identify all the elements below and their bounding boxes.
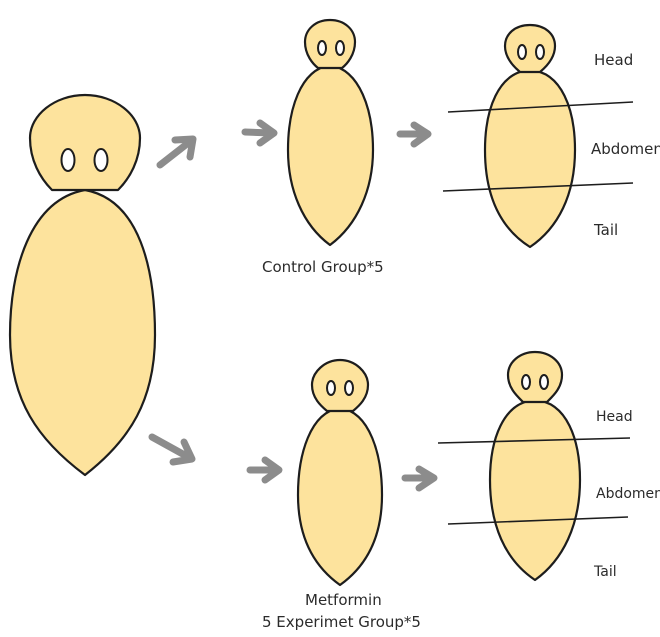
experiment-segmented-planarian (438, 352, 630, 580)
control-right-eye-icon (336, 41, 344, 55)
experiment-group-label: 5 Experimet Group*5 (262, 613, 421, 631)
experiment-right-eye-icon (345, 381, 353, 395)
source-to-control-arrow-icon (160, 139, 193, 165)
experiment-treatment-label: Metformin (305, 591, 382, 609)
experiment-abdomen-label: Abdomen (596, 486, 660, 502)
control-left-eye-icon (318, 41, 326, 55)
control-arrow-2-icon (400, 125, 428, 144)
source-head (30, 95, 140, 190)
control-seg-left-eye-icon (518, 45, 526, 59)
experiment-seg-head (508, 352, 562, 402)
control-head (305, 20, 355, 68)
source-planarian (10, 95, 155, 475)
experiment-body (298, 408, 382, 585)
experiment-arrow-1-icon (250, 460, 279, 480)
control-planarian (288, 20, 373, 245)
experiment-seg-left-eye-icon (522, 375, 530, 389)
experiment-planarian (298, 360, 382, 585)
control-group-label: Control Group*5 (262, 258, 384, 276)
source-to-experiment-arrow-icon (152, 437, 192, 462)
experiment-left-eye-icon (327, 381, 335, 395)
control-seg-head (505, 25, 555, 72)
control-head-label: Head (594, 51, 633, 69)
source-left-eye-icon (62, 149, 75, 171)
experiment-head (312, 360, 368, 411)
experiment-seg-body (490, 400, 580, 580)
control-abdomen-label: Abdomen (591, 140, 660, 158)
experiment-tail-label: Tail (593, 564, 617, 580)
control-seg-body (485, 70, 575, 247)
experiment-arrow-2-icon (405, 469, 434, 488)
experiment-head-label: Head (596, 409, 633, 425)
source-right-eye-icon (95, 149, 108, 171)
control-body (288, 65, 373, 245)
control-tail-label: Tail (593, 221, 618, 239)
source-body (10, 190, 155, 475)
control-arrow-1-icon (245, 123, 274, 143)
experiment-seg-right-eye-icon (540, 375, 548, 389)
control-seg-right-eye-icon (536, 45, 544, 59)
